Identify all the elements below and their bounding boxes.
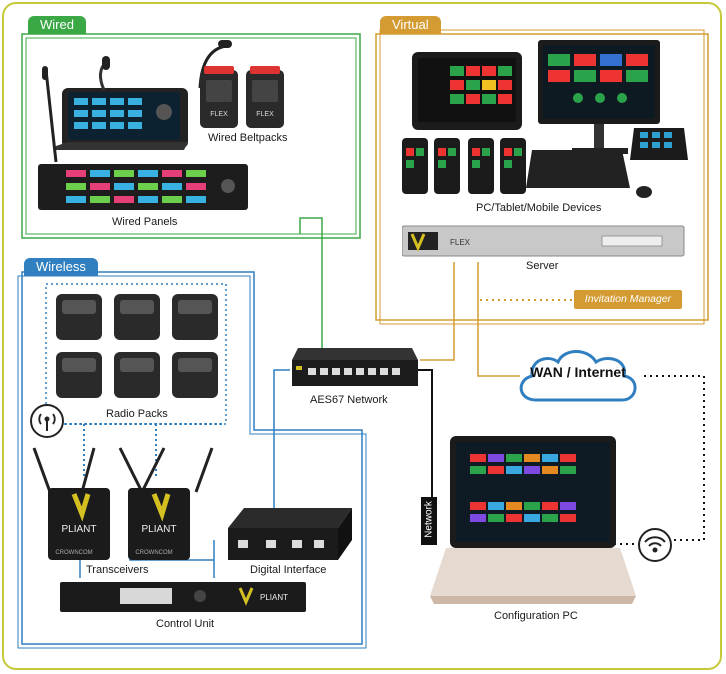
- wired-panels-image: [38, 164, 248, 210]
- keyboard-mouse-image: [526, 150, 652, 198]
- server-flex-logo: FLEX: [450, 238, 471, 247]
- wired-desk-panel-image: [54, 56, 188, 150]
- wifi-icon: [638, 528, 672, 562]
- label-transceivers: Transceivers: [86, 564, 149, 576]
- transceiver-crowncom-text-2: CROWNCOM: [135, 550, 172, 556]
- transceivers-image: PLIANT PLIANT CROWNCOM CROWNCOM: [32, 447, 214, 560]
- section-tab-virtual: Virtual: [380, 16, 441, 34]
- mobile-phones-image: [402, 138, 526, 194]
- aes67-switch-image: [292, 348, 418, 386]
- label-digital-interface: Digital Interface: [250, 564, 327, 576]
- transceiver-pliant-logo-2: PLIANT: [141, 524, 176, 535]
- control-unit-image: PLIANT: [60, 582, 306, 612]
- network-label: Network: [423, 501, 435, 538]
- wireless-antenna-icon: [30, 404, 64, 438]
- section-tab-wired: Wired: [28, 16, 86, 34]
- transceiver-pliant-logo: PLIANT: [61, 524, 96, 535]
- label-control-unit: Control Unit: [156, 618, 215, 630]
- tablet-image: [412, 52, 522, 130]
- cloud-shape: [519, 350, 637, 402]
- label-aes67: AES67 Network: [310, 394, 388, 406]
- digital-interface-image: [228, 508, 352, 560]
- wired-beltpacks-image: FLEX FLEX: [200, 66, 284, 128]
- section-tab-wireless: Wireless: [24, 258, 98, 276]
- label-configuration-pc: Configuration PC: [494, 610, 578, 622]
- wan-label: WAN / Internet: [530, 364, 626, 380]
- label-radio-packs: Radio Packs: [106, 408, 168, 420]
- gooseneck-mic-image: [42, 66, 58, 163]
- configuration-laptop-image: [430, 436, 636, 604]
- radio-packs-image: [56, 294, 218, 398]
- beltpack-flex-logo: FLEX: [210, 111, 228, 118]
- label-pc-devices: PC/Tablet/Mobile Devices: [476, 202, 602, 214]
- transceiver-crowncom-text: CROWNCOM: [55, 550, 92, 556]
- network-tag: Network: [421, 497, 437, 545]
- label-wired-panels: Wired Panels: [112, 216, 178, 228]
- monitor-image: [538, 40, 660, 154]
- server-image: FLEX: [402, 225, 685, 257]
- invitation-manager-badge: Invitation Manager: [574, 290, 682, 309]
- label-server: Server: [526, 260, 559, 272]
- stream-deck-image: [630, 128, 688, 160]
- wan-internet-cloud: WAN / Internet: [512, 344, 644, 406]
- beltpack-flex-logo-2: FLEX: [256, 111, 274, 118]
- control-unit-pliant-logo: PLIANT: [260, 593, 288, 602]
- label-wired-beltpacks: Wired Beltpacks: [208, 132, 288, 144]
